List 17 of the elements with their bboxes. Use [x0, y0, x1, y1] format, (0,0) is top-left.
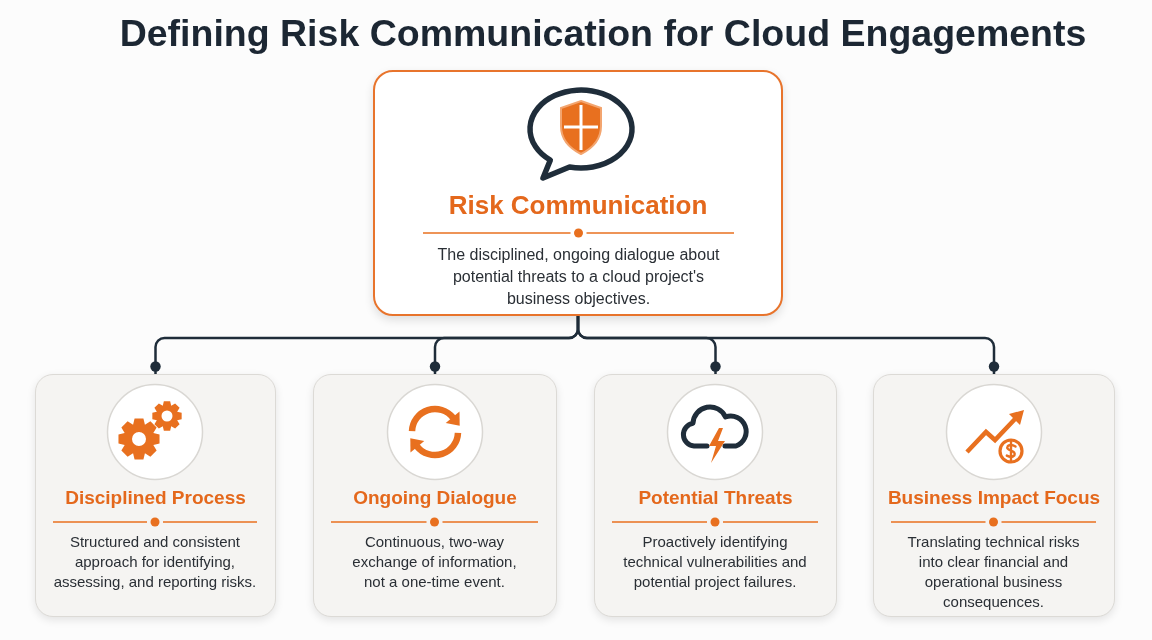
card-heading: Risk Communication [448, 189, 708, 221]
topic-card [373, 70, 783, 316]
card-heading: Ongoing Dialogue [353, 486, 517, 510]
concept-card [313, 374, 557, 617]
concept-card [873, 374, 1115, 617]
card-heading: Potential Threats [638, 486, 793, 510]
card-description: Proactively identifying technical vulnerabilities and potential project failures. [622, 532, 808, 592]
card-description: The disciplined, ongoing dialogue about potential threats to a cloud project's business objectives. [436, 245, 721, 309]
card-description: Translating technical risks into clear financial and operational business consequences. [906, 532, 1081, 612]
card-heading: Business Impact Focus [887, 486, 1101, 510]
concept-card [35, 374, 276, 617]
page-title: Defining Risk Communication for Cloud Engagements [118, 11, 1088, 55]
card-description: Continuous, two-way exchange of information, not a one-time event. [351, 532, 518, 592]
concept-card [594, 374, 837, 617]
card-heading: Disciplined Process [65, 486, 246, 510]
connector [576, 316, 1000, 374]
card-description: Structured and consistent approach for identifying, assessing, and reporting risks. [52, 532, 258, 592]
